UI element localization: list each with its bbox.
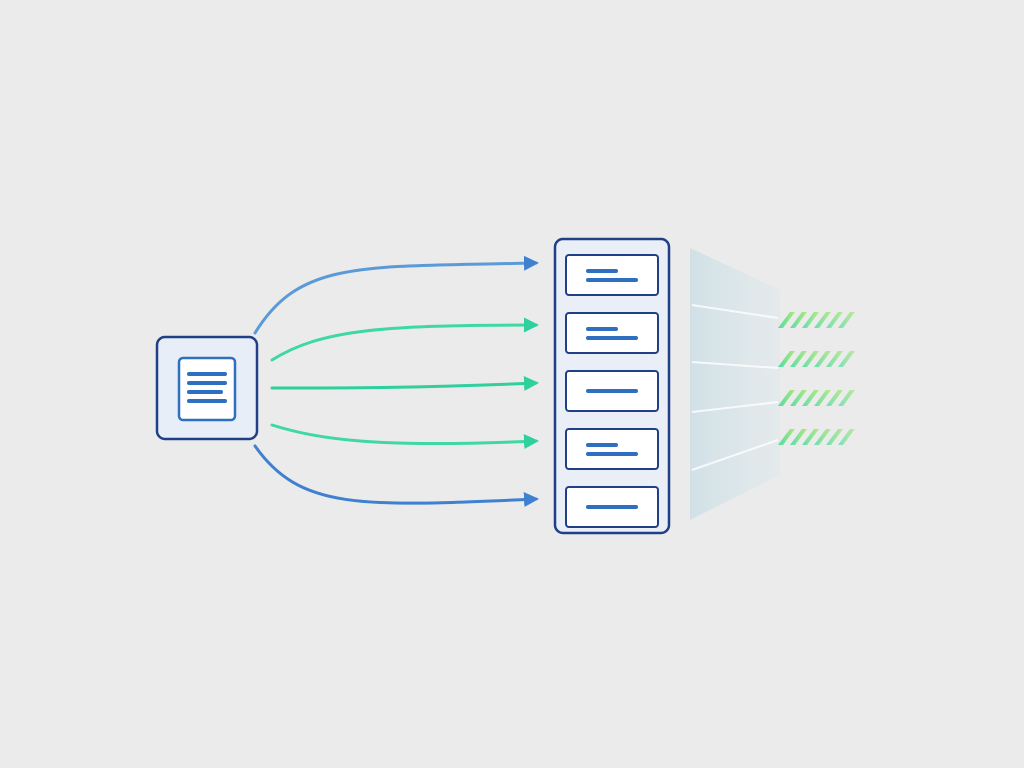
connector-group (253, 255, 539, 508)
connector-arrow (270, 423, 539, 450)
connector-arrow (253, 444, 539, 508)
stack-slot (565, 370, 659, 412)
output-stripe (778, 390, 855, 406)
text-lines-icon (586, 389, 638, 393)
output-beam (690, 248, 780, 520)
source-document (155, 335, 259, 441)
output-stripe (778, 429, 855, 445)
connector-arrow (253, 255, 539, 335)
target-stack (553, 237, 671, 535)
output-beams (690, 248, 780, 520)
connector-arrow (270, 317, 539, 362)
text-lines-icon (586, 505, 638, 509)
text-lines-icon (586, 269, 638, 282)
text-lines-icon (586, 327, 638, 340)
text-lines-icon (586, 443, 638, 456)
output-stripe (778, 351, 855, 367)
output-stripes (778, 312, 855, 445)
document-icon (177, 356, 237, 422)
stack-slot (565, 254, 659, 296)
connector-arrow (270, 376, 539, 392)
output-stripe (778, 312, 855, 328)
stack-slot (565, 312, 659, 354)
stack-slot (565, 486, 659, 528)
stack-slot (565, 428, 659, 470)
